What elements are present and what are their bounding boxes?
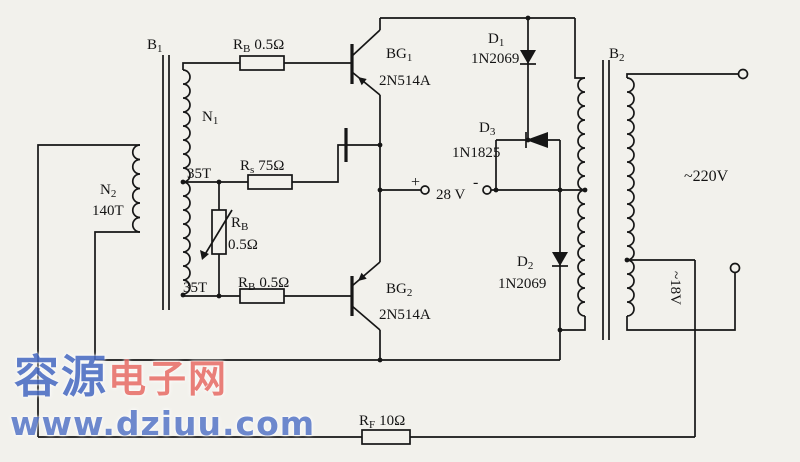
circuit-wires [37,17,738,438]
resistor-rf [361,429,411,445]
resistor-rb-top [239,55,285,71]
label-rb-mid-value: 0.5Ω [228,237,258,253]
junction-dot [377,142,383,148]
junction-dot [180,179,186,185]
winding-b2-primary [577,77,586,317]
watermark-url: www.dziuu.com [10,404,316,443]
winding-b2-secondary [626,77,635,317]
diode-d2 [552,252,568,267]
transformer-b2-core [602,60,610,340]
junction-dot [525,137,531,143]
label-supply-minus: - [473,174,478,191]
label-b1: B1 [147,37,163,55]
junction-dot [525,15,531,21]
mains-terminal-bottom [729,262,741,274]
junction-dot [557,327,563,333]
junction-dots [180,15,630,363]
label-b2: B2 [609,46,625,64]
junction-dot [180,292,186,298]
resistor-rb-bottom [239,288,285,304]
junction-dot [216,179,222,185]
label-d2: D2 [517,254,533,272]
label-bg1: BG1 [386,46,412,64]
label-d2-part: 1N2069 [498,276,546,292]
supply-minus-terminal [482,185,492,195]
transistor-bg1 [350,29,381,96]
label-d1-part: 1N2069 [471,51,519,67]
watermark-brand-left: 容源 [14,350,109,403]
watermark-brand: 容源电子网 [14,340,228,405]
diode-d1 [520,50,536,65]
watermark-brand-right: 电子网 [108,357,229,401]
transistor-bg2 [350,261,381,331]
junction-dot [582,187,588,193]
label-d3-part: 1N1825 [452,145,500,161]
winding-n2 [131,144,141,233]
junction-dot [377,357,383,363]
junction-dot [624,257,630,263]
junction-dot [493,187,499,193]
label-n2-turns: 140T [92,203,124,219]
transformer-b1-core [162,55,170,310]
label-d1: D1 [488,31,504,49]
label-rb-mid: RB [231,215,248,233]
adjustable-arrow-icon [200,209,233,260]
label-supply-value: 28 V [436,187,465,203]
label-mains-voltage: ~220V [684,168,729,185]
label-d3: D3 [479,120,496,138]
mains-terminal-top [737,68,749,80]
resistor-rs [247,174,293,190]
junction-dot [557,187,563,193]
label-bg2: BG2 [386,281,412,299]
label-tap-lower: 35T [183,280,207,296]
label-n2: N2 [100,182,116,200]
label-supply-plus: + [411,174,420,191]
supply-plus-terminal [420,185,430,195]
label-aux-voltage: ~18V [667,271,683,305]
junction-dot [216,293,222,299]
label-bg2-part: 2N514A [379,307,431,323]
label-n1: N1 [202,109,218,127]
label-tap-upper: 35T [187,166,211,182]
junction-dot [377,187,383,193]
label-bg1-part: 2N514A [379,73,431,89]
